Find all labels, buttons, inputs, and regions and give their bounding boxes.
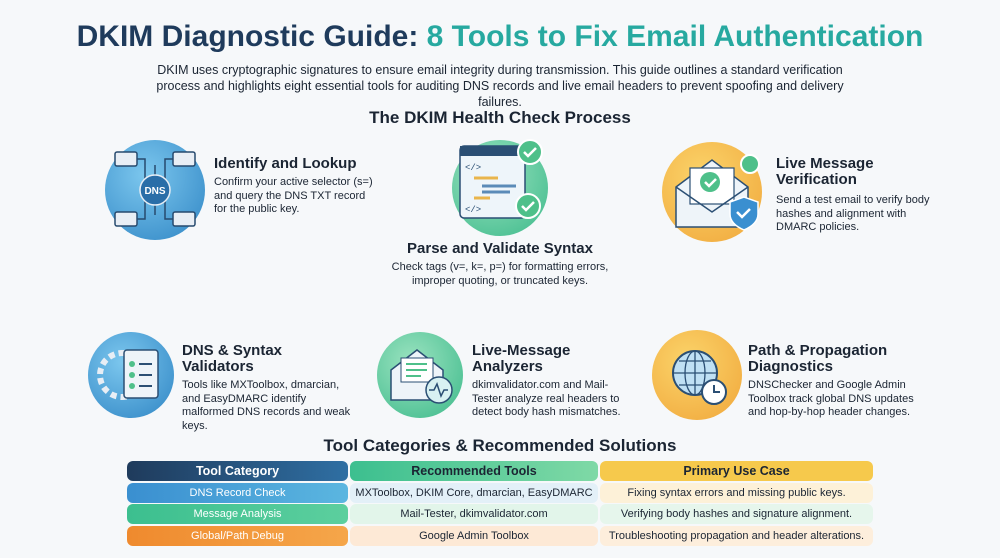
table-cell: Verifying body hashes and signature alig… bbox=[600, 504, 873, 524]
tool-path-propagation: Path & Propagation Diagnostics DNSChecke… bbox=[748, 342, 914, 419]
table-cell: MXToolbox, DKIM Core, dmarcian, EasyDMAR… bbox=[350, 483, 598, 503]
svg-text:</>: </> bbox=[465, 163, 481, 173]
live-message-icon bbox=[662, 142, 762, 242]
table-header-category: Tool Category bbox=[127, 461, 348, 481]
table-cell: Fixing syntax errors and missing public … bbox=[600, 483, 873, 503]
step-identify-lookup: Identify and Lookup Confirm your active … bbox=[214, 155, 373, 216]
dns-lookup-icon: DNS bbox=[105, 140, 205, 240]
checklist-gear-icon bbox=[88, 332, 174, 418]
mail-analyzer-icon bbox=[377, 332, 463, 418]
intro-text: DKIM uses cryptographic signatures to en… bbox=[156, 63, 844, 109]
table-cell: Global/Path Debug bbox=[127, 526, 348, 546]
page-title: DKIM Diagnostic Guide: 8 Tools to Fix Em… bbox=[76, 20, 924, 53]
step-live-verification: Live Message Verification Send a test em… bbox=[776, 155, 930, 234]
tool-live-message-analyzers: Live-Message Analyzers dkimvalidator.com… bbox=[472, 342, 621, 419]
syntax-validate-icon: </> </> bbox=[452, 139, 548, 236]
table-heading: Tool Categories & Recommended Solutions bbox=[323, 436, 677, 455]
table-cell: Google Admin Toolbox bbox=[350, 526, 598, 546]
globe-clock-icon bbox=[652, 330, 742, 420]
table-header-tools: Recommended Tools bbox=[350, 461, 598, 481]
svg-text:</>: </> bbox=[465, 205, 481, 215]
svg-text:DNS: DNS bbox=[144, 186, 165, 197]
table-cell: Message Analysis bbox=[127, 504, 348, 524]
table-cell: Mail-Tester, dkimvalidator.com bbox=[350, 504, 598, 524]
tool-dns-syntax-validators: DNS & Syntax Validators Tools like MXToo… bbox=[182, 342, 351, 432]
table-cell: Troubleshooting propagation and header a… bbox=[600, 526, 873, 546]
step-parse-validate: Parse and Validate Syntax Check tags (v=… bbox=[391, 240, 609, 287]
process-heading: The DKIM Health Check Process bbox=[369, 108, 631, 127]
table-cell: DNS Record Check bbox=[127, 483, 348, 503]
table-header-use-case: Primary Use Case bbox=[600, 461, 873, 481]
